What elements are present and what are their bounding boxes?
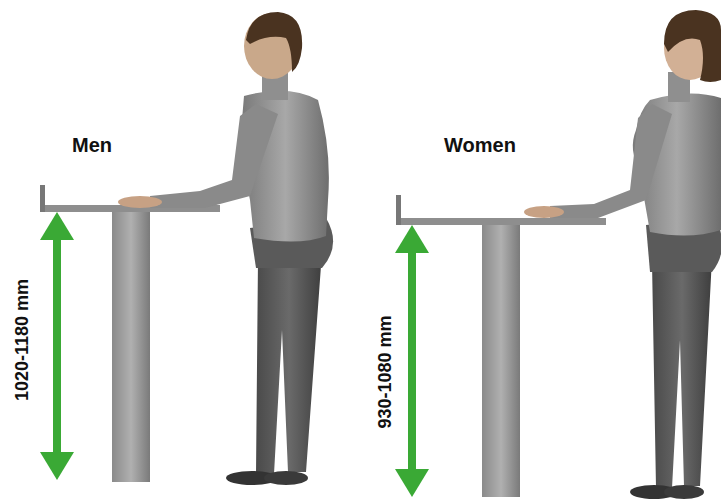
hand xyxy=(118,196,162,208)
arrow-head xyxy=(395,469,429,497)
desk-lip xyxy=(40,185,45,212)
hair xyxy=(664,10,721,82)
man-figure xyxy=(118,12,333,485)
women-desk xyxy=(396,195,606,497)
hand xyxy=(524,206,564,218)
dimension-label: 930-1080 mm xyxy=(375,315,396,428)
men-desk xyxy=(40,185,220,482)
desk-post xyxy=(112,212,150,482)
desk-post xyxy=(482,225,520,497)
arm xyxy=(150,104,278,208)
arrow-head xyxy=(40,452,74,480)
dimension-label: 1020-1180 mm xyxy=(12,279,33,401)
height-arrow xyxy=(40,212,74,480)
arrow-head xyxy=(395,225,429,253)
woman-figure xyxy=(524,10,721,499)
desk-top xyxy=(398,218,606,225)
arrow-shaft xyxy=(53,236,61,454)
legs xyxy=(256,252,322,474)
group-label: Women xyxy=(444,134,516,157)
hair xyxy=(246,12,302,72)
foot xyxy=(664,485,704,499)
group-label: Men xyxy=(72,134,112,157)
arm xyxy=(550,104,672,218)
arrow-head xyxy=(40,212,74,240)
foot xyxy=(264,471,308,485)
height-arrow xyxy=(395,225,429,497)
legs xyxy=(652,258,712,488)
arrow-shaft xyxy=(408,249,416,471)
desk-lip xyxy=(396,195,401,225)
